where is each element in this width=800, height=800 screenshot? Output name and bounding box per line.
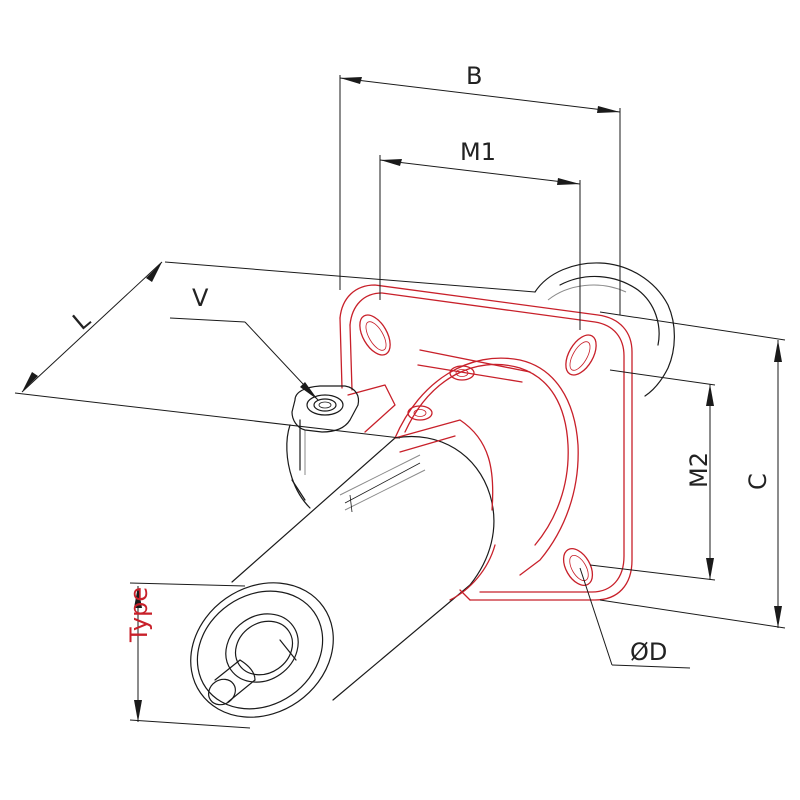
- port-fitting: [291, 385, 360, 433]
- screw-head-1: [449, 365, 475, 381]
- dimension-C: [599, 311, 786, 629]
- dimension-B: [339, 75, 621, 315]
- label-M1: M1: [460, 138, 496, 166]
- label-V: V: [192, 284, 209, 312]
- flange-collar: [394, 357, 579, 576]
- square-flange: [339, 284, 633, 601]
- mounting-hole-top-right: [565, 334, 597, 376]
- dimension-L: [14, 261, 536, 439]
- label-M2: M2: [685, 452, 713, 488]
- front-end-cap: [190, 582, 334, 718]
- mounting-hole-bottom-right: [562, 548, 594, 586]
- label-D: ØD: [630, 638, 667, 666]
- screw-head-2: [407, 405, 433, 421]
- mounting-hole-top-left: [359, 314, 391, 356]
- dimension-M1: [379, 155, 581, 330]
- label-type: Type: [125, 587, 153, 643]
- dimension-M2: [589, 369, 716, 581]
- flange-outline: [339, 284, 633, 601]
- dimension-type: [129, 582, 251, 729]
- rear-end-cap: [534, 262, 675, 397]
- cylinder-tube: [231, 436, 495, 701]
- label-C: C: [744, 473, 772, 490]
- leader-D: [579, 567, 691, 669]
- housing-body: [286, 419, 311, 509]
- label-B: B: [466, 62, 482, 90]
- label-L: L: [67, 305, 96, 335]
- leader-V: [169, 317, 319, 401]
